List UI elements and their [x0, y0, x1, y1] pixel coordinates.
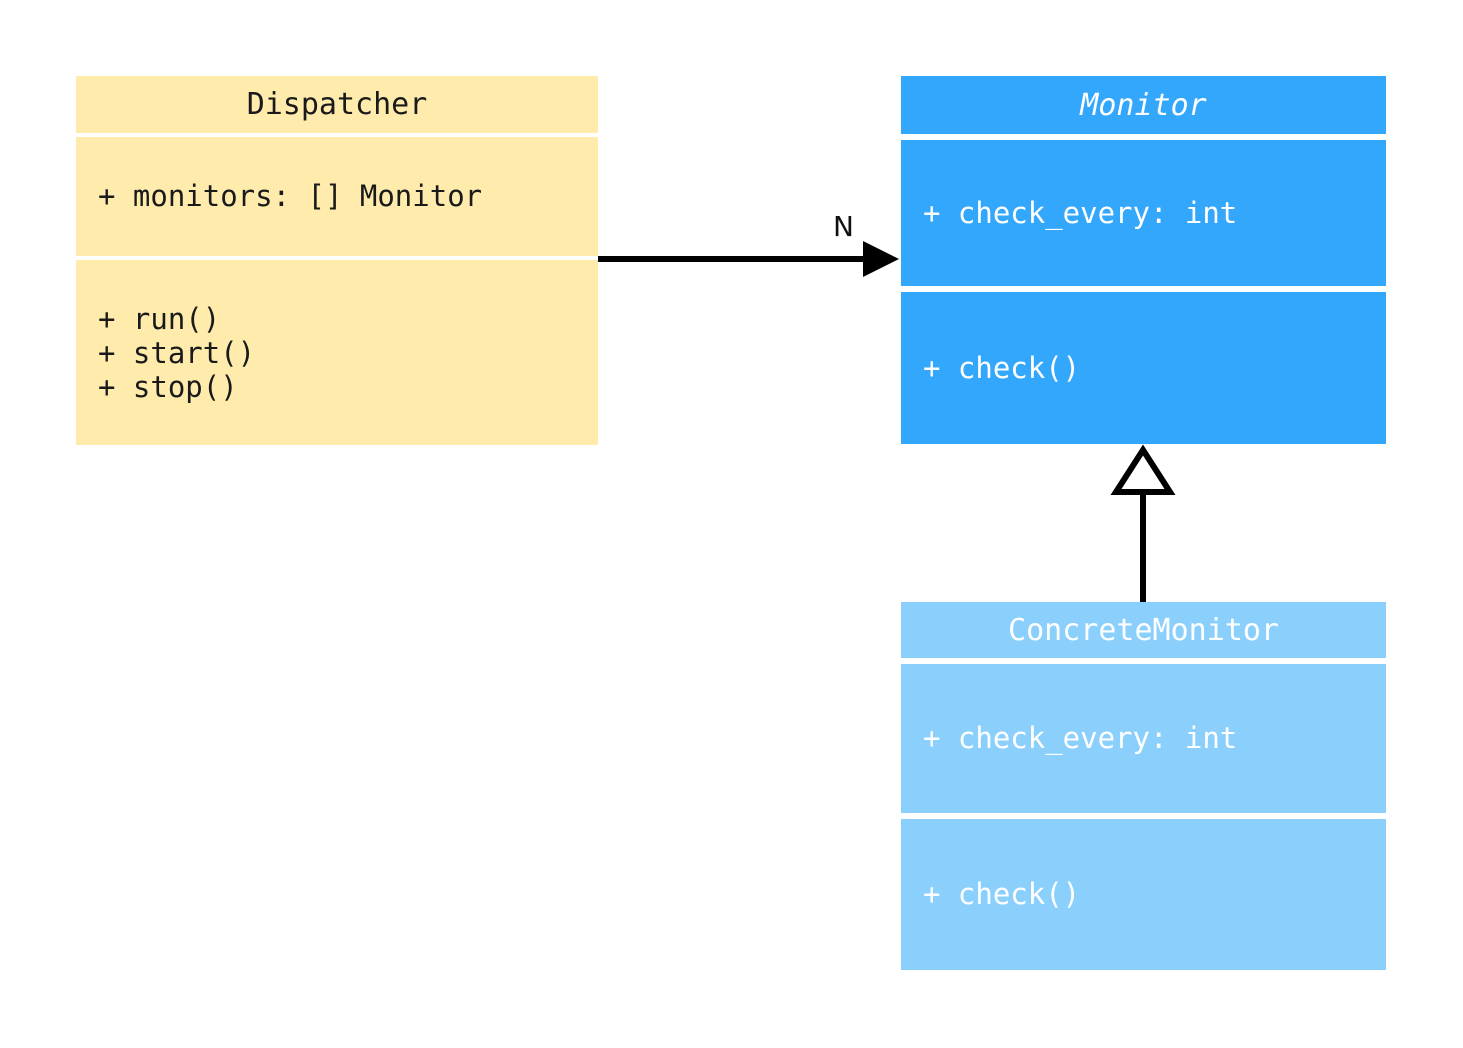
multiplicity-label-n: N: [833, 210, 854, 243]
association-arrowhead-icon: [863, 241, 899, 277]
association-dispatcher-to-monitor: [598, 241, 899, 277]
method-row: + check(): [923, 350, 1081, 385]
attribute-row: + check_every: int: [923, 721, 1238, 756]
attribute-row: + check_every: int: [923, 195, 1238, 230]
method-row: + start(): [98, 336, 256, 371]
method-row: + stop(): [98, 370, 238, 405]
inheritance-triangle-icon: [1110, 444, 1176, 495]
class-attributes-monitor: + check_every: int: [901, 140, 1386, 286]
class-attributes-concrete-monitor: + check_every: int: [901, 664, 1386, 813]
attribute-row: + monitors: [] Monitor: [98, 179, 483, 214]
method-row: + run(): [98, 302, 221, 336]
class-box-concrete-monitor[interactable]: ConcreteMonitor + check_every: int + che…: [901, 602, 1386, 970]
method-row: + check(): [923, 877, 1081, 912]
generalization-concrete-to-monitor: [1110, 444, 1176, 602]
class-methods-dispatcher: + run() + start() + stop(): [76, 260, 598, 445]
class-box-monitor[interactable]: Monitor + check_every: int + check(): [901, 76, 1386, 444]
class-attributes-dispatcher: + monitors: [] Monitor: [76, 137, 598, 256]
class-title-monitor: Monitor: [901, 76, 1386, 134]
class-title-dispatcher: Dispatcher: [76, 76, 598, 133]
class-box-dispatcher[interactable]: Dispatcher + monitors: [] Monitor + run(…: [76, 76, 598, 445]
class-methods-monitor: + check(): [901, 292, 1386, 444]
class-methods-concrete-monitor: + check(): [901, 819, 1386, 970]
class-title-concrete-monitor: ConcreteMonitor: [901, 602, 1386, 658]
